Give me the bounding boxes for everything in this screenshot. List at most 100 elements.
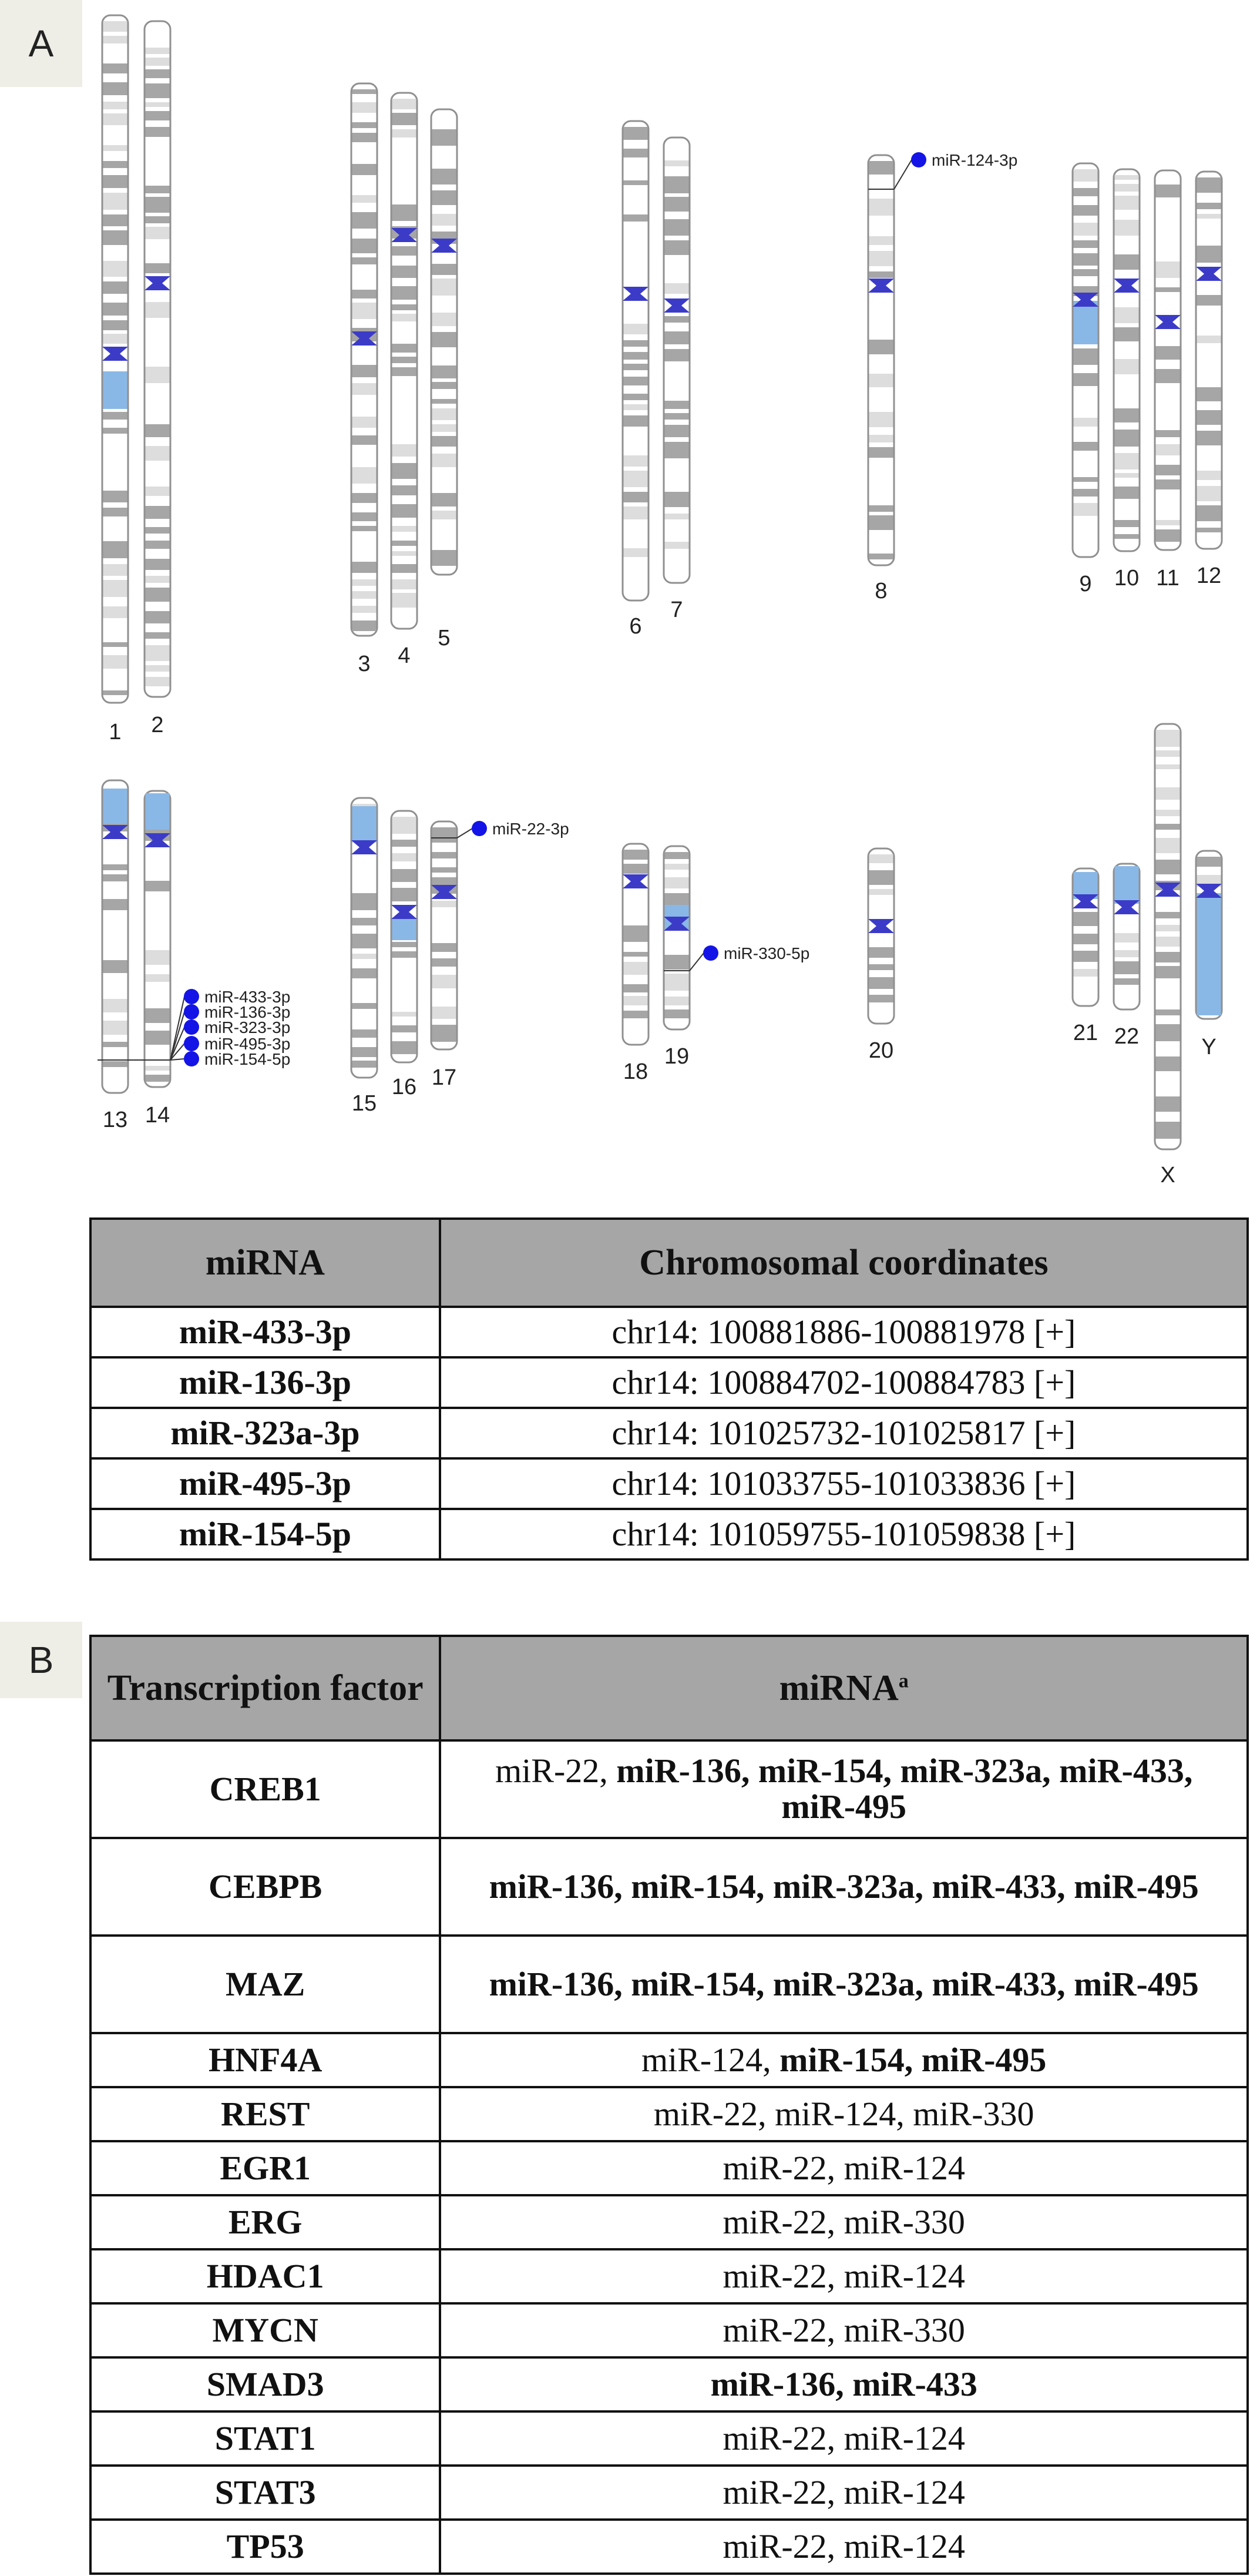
- chromosome-band: [103, 642, 127, 647]
- chromosome-band: [664, 176, 689, 193]
- chromosome-band: [1073, 442, 1098, 451]
- centromere: [145, 276, 170, 290]
- header-mirna-text: miRNA: [779, 1668, 899, 1708]
- chromosome-band: [432, 867, 456, 873]
- mirna-label: miR-154-5p: [204, 1050, 290, 1068]
- chromosome-band: [352, 365, 377, 377]
- mirna-marker-dot: [703, 945, 718, 961]
- chromosome-band: [623, 324, 648, 334]
- centromere: [102, 347, 128, 361]
- chromosome-band: [1155, 925, 1180, 931]
- chromosome-band: [664, 1009, 689, 1018]
- chromosome-label: 3: [358, 652, 370, 676]
- chromosome-band: [145, 102, 170, 107]
- coordinates-cell: chr14: 100884702-100884783 [+]: [438, 1356, 1249, 1409]
- chromosome-band: [1155, 287, 1180, 292]
- transcription-factor-cell: ERG: [89, 2194, 442, 2250]
- transcription-factor-cell: HDAC1: [89, 2248, 442, 2305]
- chromosome-band: [103, 303, 127, 316]
- mirna-list-bold: miR-136, miR-154, miR-323a, miR-433, miR…: [489, 1867, 1199, 1906]
- chromosome-band: [1155, 261, 1180, 278]
- chromosome-band: [432, 1007, 456, 1019]
- marker-line: [689, 952, 704, 971]
- chromosome-band: [392, 951, 416, 958]
- transcription-factor-cell: STAT1: [89, 2410, 442, 2467]
- mirna-label: miR-323-3p: [204, 1018, 290, 1037]
- mirna-list-cell: miR-22, miR-330: [439, 2194, 1249, 2250]
- chromosome-band: [145, 665, 170, 672]
- chromosome-band: [103, 1021, 127, 1035]
- chromosome-band: [432, 436, 456, 447]
- chromosome-band: [352, 579, 377, 586]
- chromosome-band: [664, 331, 689, 344]
- chromosome-band: [145, 111, 170, 120]
- chromosome-band: [432, 454, 456, 467]
- chromosome-11: [1154, 169, 1182, 551]
- chromosome-band: [392, 246, 416, 256]
- chromosome-band: [1073, 269, 1098, 276]
- centromere: [1073, 293, 1098, 307]
- centromere: [868, 279, 894, 293]
- chromosome-band: [623, 507, 648, 519]
- transcription-factor-cell: TP53: [89, 2518, 442, 2575]
- chromosome-band: [352, 562, 377, 573]
- chromosome-label: 4: [398, 643, 410, 668]
- mirna-list-bold: miR-154, miR-495: [779, 2040, 1047, 2079]
- chromosome-band: [623, 471, 648, 487]
- chromosome-band: [432, 958, 456, 967]
- chromosome-band: [1114, 453, 1139, 469]
- chromosome-band: [145, 127, 170, 137]
- centromere: [664, 917, 690, 931]
- chromosome-band: [432, 975, 456, 988]
- centromere: [351, 331, 377, 346]
- chromosome-band: [869, 515, 893, 530]
- chromosome-band: [103, 999, 127, 1012]
- chromosome-band: [664, 974, 689, 991]
- chromosome-label: Y: [1201, 1035, 1216, 1059]
- chromosome-label: 5: [438, 626, 450, 650]
- chromosome-band: [392, 869, 416, 882]
- chromosome-label: 15: [352, 1091, 377, 1116]
- column-header-mirna: miRNA: [89, 1217, 441, 1308]
- chromosome-band: [869, 161, 893, 175]
- highlighted-region: [103, 371, 127, 409]
- chromosome-band: [1073, 348, 1098, 365]
- chromosome-band: [1155, 1122, 1180, 1139]
- chromosome-band: [1073, 477, 1098, 482]
- chromosome-band: [1155, 952, 1180, 962]
- chromosome-band: [1155, 444, 1180, 455]
- chromosome-band: [1155, 529, 1180, 542]
- chromosome-band: [1197, 528, 1221, 532]
- chromosome-band: [1155, 520, 1180, 525]
- mirna-list-cell: miR-124, miR-154, miR-495: [439, 2032, 1249, 2088]
- chromosome-band: [1155, 1024, 1180, 1041]
- marker-line: [170, 996, 185, 1061]
- chromosome-label: X: [1160, 1163, 1175, 1188]
- chromosome-band: [432, 1025, 456, 1042]
- chromosome-band: [623, 492, 648, 502]
- chromosome-band: [145, 216, 170, 223]
- mirna-cell: miR-154-5p: [89, 1508, 441, 1561]
- chromosome-band: [103, 214, 127, 226]
- chromosome-band: [145, 541, 170, 549]
- chromosome-band: [145, 974, 170, 982]
- transcription-factor-cell: STAT3: [89, 2464, 442, 2521]
- chromosome-label: 22: [1114, 1024, 1139, 1049]
- chromosome-band: [392, 357, 416, 363]
- chromosome-band: [1073, 969, 1098, 977]
- chromosome-band: [432, 129, 456, 146]
- chromosome-band: [392, 485, 416, 495]
- chromosome-label: 1: [109, 720, 121, 744]
- chromosome-band: [392, 541, 416, 546]
- mirna-list-plain: miR-22, miR-124, miR-330: [653, 2094, 1034, 2133]
- mirna-list-bold: miR-136, miR-433: [710, 2364, 977, 2403]
- chromosome-band: [432, 264, 456, 275]
- centromere: [1155, 315, 1181, 329]
- chromosome-band: [1197, 486, 1221, 501]
- chromosome-label: 13: [103, 1108, 127, 1132]
